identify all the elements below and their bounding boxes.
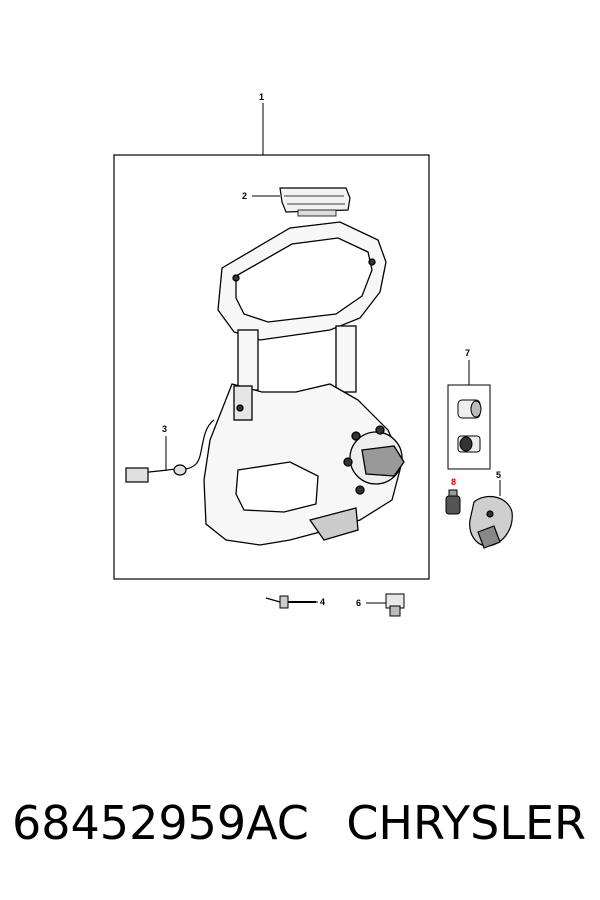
part-5-knob (469, 495, 513, 549)
part-number: 68452959AC (12, 796, 309, 850)
callout-2: 2 (242, 191, 247, 201)
brand-name: CHRYSLER (346, 796, 586, 850)
part-3-wire-harness (125, 419, 215, 483)
callout-1: 1 (259, 92, 264, 102)
callout-8: 8 (451, 477, 456, 487)
part-1-housing (203, 221, 405, 546)
assembly-frame (113, 154, 430, 580)
footer: 68452959AC CHRYSLER (0, 796, 600, 866)
part-8-socket (445, 489, 461, 515)
part-7-bulb-top (457, 399, 482, 419)
part-7-box (447, 384, 491, 470)
part-7-bulb-bottom (457, 435, 481, 453)
callout-3: 3 (162, 424, 167, 434)
part-2-bezel-insert (279, 187, 351, 217)
part-6-nut (385, 593, 405, 617)
callout-4: 4 (320, 597, 325, 607)
callout-7: 7 (465, 348, 470, 358)
callout-6: 6 (356, 598, 361, 608)
callout-5: 5 (496, 470, 501, 480)
parts-diagram: 1 2 (113, 92, 513, 617)
